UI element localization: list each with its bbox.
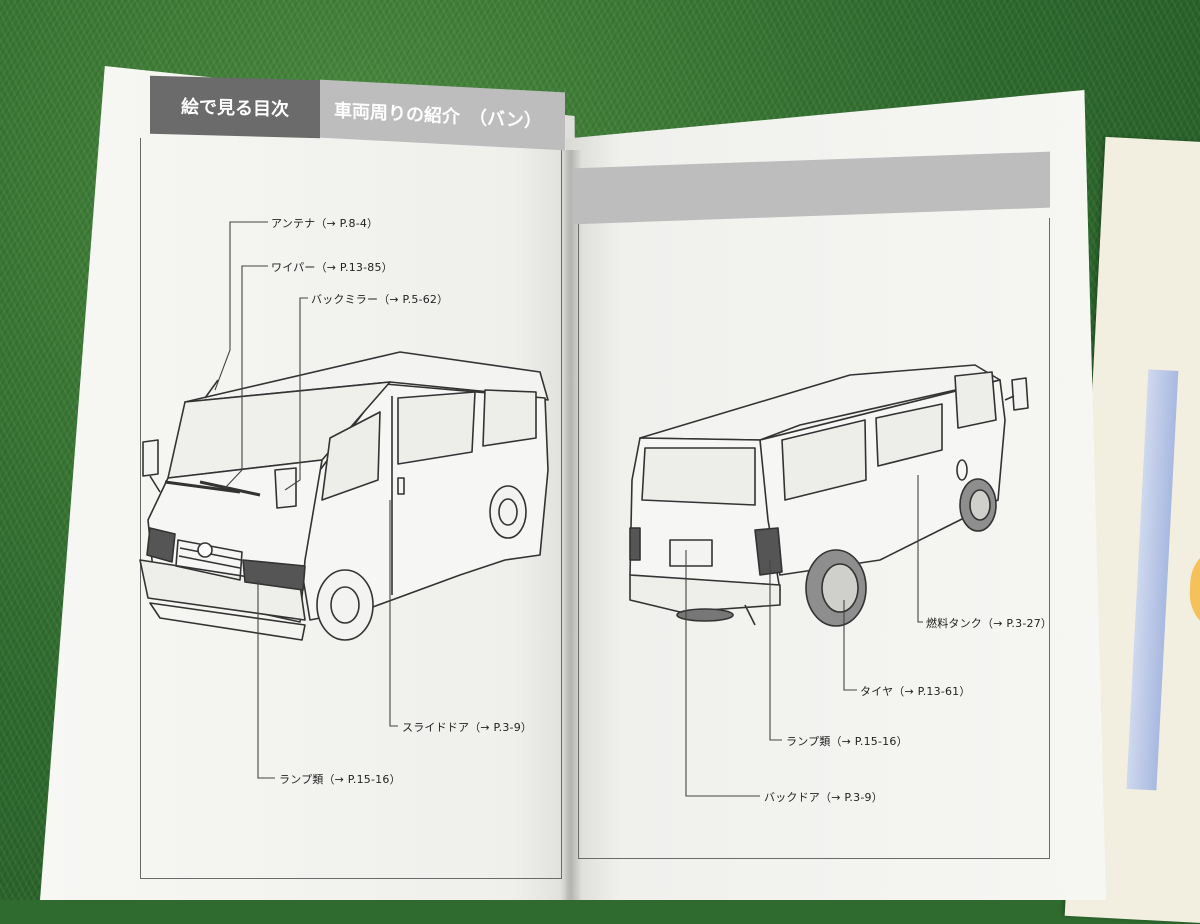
callout-slide-door: スライドドア（→ P.3-9） bbox=[402, 721, 533, 734]
van-rear-view-drawing bbox=[629, 364, 1029, 627]
callout-lamps-rear: ランプ類（→ P.15-16） bbox=[786, 735, 908, 748]
callout-fuel-tank: 燃料タンク（→ P.3-27） bbox=[926, 617, 1053, 630]
callout-lamps-front: ランプ類（→ P.15-16） bbox=[279, 773, 401, 786]
book-gutter bbox=[560, 150, 582, 900]
callout-back-door: バックドア（→ P.3-9） bbox=[764, 791, 883, 804]
callout-leader-lines bbox=[214, 221, 923, 797]
van-front-view-drawing bbox=[139, 351, 549, 641]
callout-tire: タイヤ（→ P.13-61） bbox=[860, 685, 971, 698]
open-manual: 絵で見る目次 車両周りの紹介 （バン） bbox=[40, 66, 1106, 900]
callout-wiper: ワイパー（→ P.13-85） bbox=[271, 261, 393, 274]
van-illustrations bbox=[139, 221, 1029, 797]
callout-antenna: アンテナ（→ P.8-4） bbox=[271, 217, 379, 230]
callout-mirror: バックミラー（→ P.5-62） bbox=[311, 293, 449, 306]
